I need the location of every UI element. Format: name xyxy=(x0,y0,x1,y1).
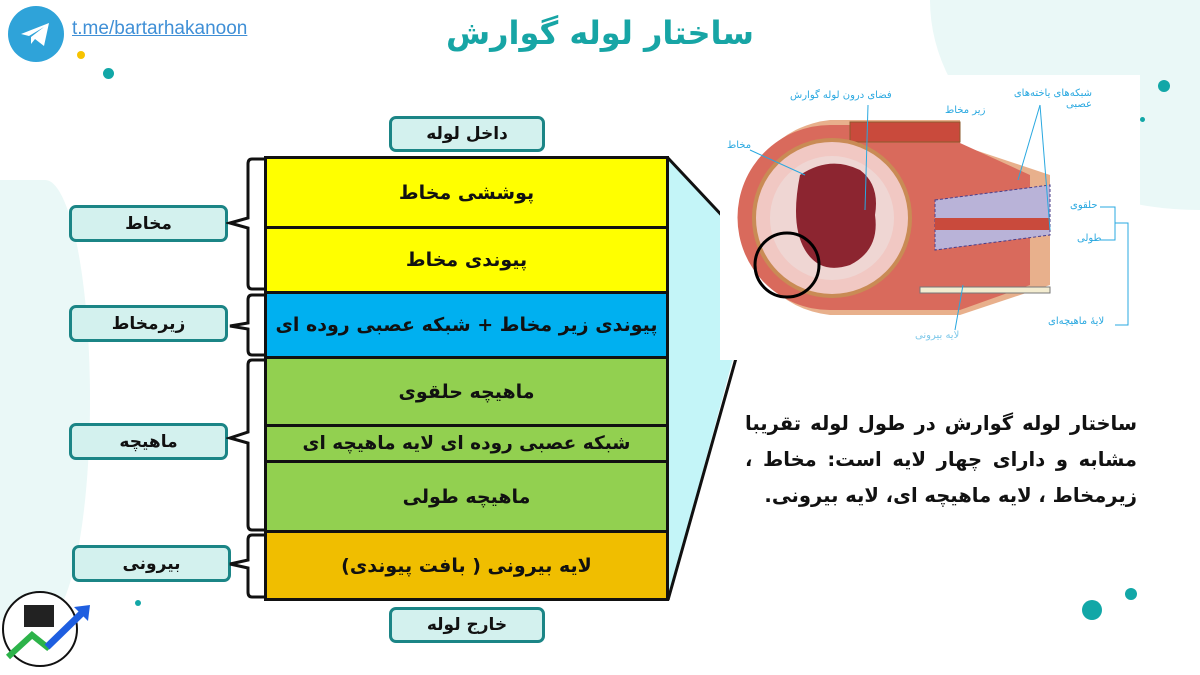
layer-connective-mucosa: پیوندی مخاط xyxy=(267,229,666,294)
bg-dot xyxy=(1140,117,1145,122)
telegram-icon[interactable] xyxy=(8,6,64,62)
label-lumen: فضای درون لوله گوارش xyxy=(790,90,892,101)
label-submucosa: زیر مخاط xyxy=(945,105,986,116)
inside-tube-label: داخل لوله xyxy=(389,116,545,152)
layer-stack: پوششی مخاط پیوندی مخاط پیوندی زیر مخاط +… xyxy=(264,156,669,601)
digestive-tube-illustration xyxy=(720,75,1140,360)
bg-dot xyxy=(1082,600,1102,620)
outside-tube-label: خارج لوله xyxy=(389,607,545,643)
label-outer-layer: لایه بیرونی xyxy=(915,330,960,341)
telegram-link[interactable]: t.me/bartarhakanoon xyxy=(72,18,248,39)
layer-circular-muscle: ماهیچه حلقوی xyxy=(267,359,666,427)
layer-muscle-nerve-network: شبکه عصبی روده ای لایه ماهیچه ای xyxy=(267,427,666,463)
group-label-outer: بیرونی xyxy=(72,545,231,582)
bg-dot xyxy=(103,68,114,79)
group-label-muscle: ماهیچه xyxy=(69,423,228,460)
page-title: ساختار لوله گوارش xyxy=(445,14,755,52)
layer-epithelial-mucosa: پوششی مخاط xyxy=(267,159,666,229)
group-label-mucosa: مخاط xyxy=(69,205,228,242)
description-text: ساختار لوله گوارش در طول لوله تقریبا مشا… xyxy=(745,412,1137,507)
label-longitudinal: طولی xyxy=(1077,233,1102,244)
bg-dot xyxy=(1125,588,1137,600)
label-mucosa: مخاط xyxy=(727,140,752,151)
group-brackets xyxy=(226,157,266,599)
layer-outer: لایه بیرونی ( بافت پیوندی) xyxy=(267,533,666,598)
bg-dot xyxy=(77,51,85,59)
bg-dot xyxy=(1158,80,1170,92)
brand-logo xyxy=(2,585,92,670)
label-circular: حلقوی xyxy=(1070,200,1098,211)
label-muscle-layer: لایهٔ ماهیچه‌ای xyxy=(1048,316,1105,327)
group-label-submucosa: زیرمخاط xyxy=(69,305,228,342)
bg-dot xyxy=(135,600,141,606)
layer-submucosa: پیوندی زیر مخاط + شبکه عصبی روده ای xyxy=(267,294,666,359)
layer-longitudinal-muscle: ماهیچه طولی xyxy=(267,463,666,533)
label-nerve-networks: شبکه‌های یاخته‌های عصبی xyxy=(1013,88,1092,110)
